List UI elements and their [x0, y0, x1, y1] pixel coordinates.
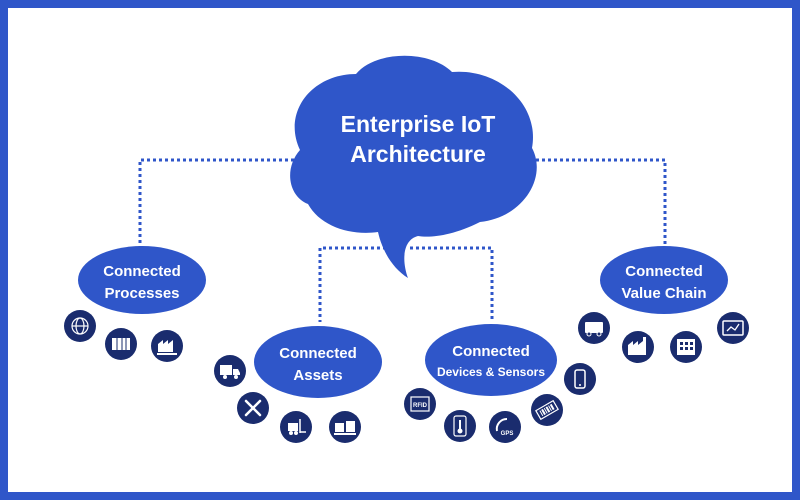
connector-assets [318, 246, 392, 322]
connectors [138, 158, 667, 322]
node-assets: Connected Assets [254, 326, 382, 398]
connector-devices [410, 246, 494, 322]
node-assets-line2: Assets [293, 367, 342, 384]
connector-value-chain [518, 158, 667, 255]
thermometer-sensor-icon [444, 410, 476, 442]
gps-satellite-icon: GPS [489, 411, 521, 443]
brain-shape [290, 55, 537, 278]
cargo-van-icon [578, 312, 610, 344]
rfid-label: RFID [413, 403, 428, 409]
factory-conveyor-icon [151, 330, 183, 362]
node-processes: Connected Processes [78, 246, 206, 314]
node-devices-line2: Devices & Sensors [437, 365, 545, 379]
node-value-chain-line2: Value Chain [621, 285, 706, 302]
node-assets-line1: Connected [279, 345, 357, 362]
center-title-line2: Architecture [350, 141, 485, 167]
node-devices-line1: Connected [452, 343, 530, 360]
tablet-chart-icon [717, 312, 749, 344]
globe-network-icon [64, 310, 96, 342]
forklift-icon [280, 411, 312, 443]
rfid-reader-icon: RFID [404, 388, 436, 420]
cargo-pallets-icon [329, 411, 361, 443]
factory-icon [622, 331, 654, 363]
center-title-line1: Enterprise IoT [341, 111, 496, 137]
node-value-chain-line1: Connected [625, 263, 703, 280]
node-processes-line1: Connected [103, 263, 181, 280]
gps-label: GPS [501, 431, 514, 437]
barcode-scanner-icon [531, 394, 563, 426]
node-processes-line2: Processes [104, 285, 179, 302]
wrench-screwdriver-icon [237, 392, 269, 424]
node-value-chain: Connected Value Chain [600, 246, 728, 314]
delivery-truck-icon [214, 355, 246, 387]
office-building-icon [670, 331, 702, 363]
node-devices: Connected Devices & Sensors [425, 324, 557, 396]
shipping-container-icon [105, 328, 137, 360]
smartphone-icon [564, 363, 596, 395]
diagram-canvas: Enterprise IoT Architecture Connected Pr… [64, 55, 749, 443]
